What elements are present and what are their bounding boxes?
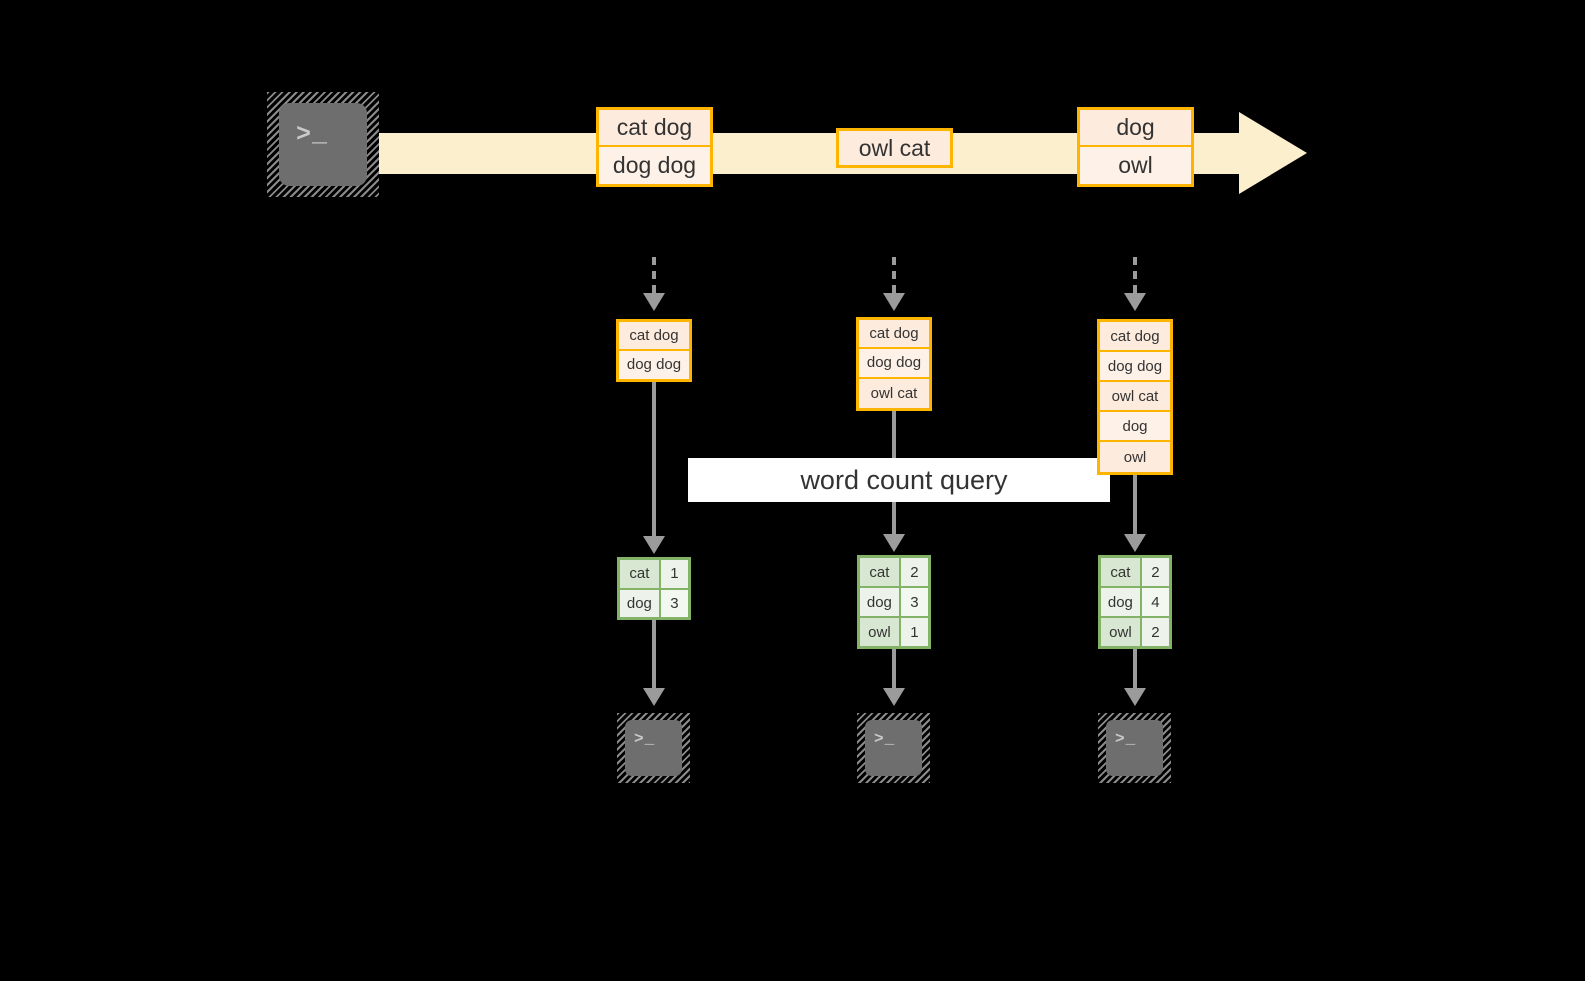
log-entry: dog dog [619, 350, 689, 379]
result-word: dog [620, 589, 661, 617]
table-row: cat 2 [1101, 558, 1169, 588]
terminal-body [625, 720, 682, 776]
snapshot-3-query-line [1133, 472, 1137, 534]
snapshot-3-sink-line [1133, 649, 1137, 688]
snapshot-1-query-line [652, 382, 656, 536]
terminal-prompt-glyph: >_ [296, 120, 329, 149]
table-row: dog 3 [860, 588, 928, 618]
snapshot-1-result-table: cat 1 dog 3 [617, 557, 691, 620]
snapshot-2-trigger-line [892, 257, 896, 293]
query-label: word count query [800, 464, 1008, 495]
snapshot-2-sink-line [892, 649, 896, 688]
result-word: dog [860, 588, 901, 616]
stream-event: cat dog [599, 110, 710, 147]
snapshot-3-trigger-line [1133, 257, 1137, 293]
result-word: owl [860, 618, 901, 646]
terminal-prompt-glyph: >_ [874, 730, 896, 748]
stream-event: dog dog [599, 147, 710, 184]
log-entry: owl cat [1100, 382, 1170, 412]
result-count: 1 [660, 560, 688, 588]
snapshot-3-sink-terminal-icon: >_ [1098, 713, 1171, 783]
stream-event: dog [1080, 110, 1191, 147]
result-count: 1 [900, 618, 928, 646]
snapshot-2-log: cat dog dog dog owl cat [856, 317, 932, 411]
source-terminal-icon: >_ [267, 92, 379, 197]
result-count: 2 [900, 558, 928, 586]
stream-arrowhead-icon [1239, 112, 1307, 194]
table-row: dog 3 [620, 589, 688, 617]
log-entry: dog dog [859, 349, 929, 379]
terminal-body [865, 720, 922, 776]
snapshot-3-sink-arrowhead-icon [1124, 688, 1146, 706]
table-row: dog 4 [1101, 588, 1169, 618]
log-entry: cat dog [619, 322, 689, 351]
result-count: 2 [1141, 618, 1169, 646]
table-row: cat 1 [620, 560, 688, 590]
result-count: 3 [900, 588, 928, 616]
terminal-prompt-glyph: >_ [1115, 730, 1137, 748]
log-entry: cat dog [859, 320, 929, 350]
snapshot-2-query-arrowhead-icon [883, 534, 905, 552]
table-row: cat 2 [860, 558, 928, 588]
result-count: 4 [1141, 588, 1169, 616]
log-entry: cat dog [1100, 322, 1170, 352]
result-word: cat [1101, 558, 1142, 586]
table-row: owl 1 [860, 618, 928, 646]
terminal-prompt-glyph: >_ [634, 730, 656, 748]
snapshot-2-sink-arrowhead-icon [883, 688, 905, 706]
log-entry: owl cat [859, 378, 929, 408]
stream-group-2: owl cat [836, 128, 953, 168]
query-band: word count query [688, 458, 1110, 502]
snapshot-1-sink-terminal-icon: >_ [617, 713, 690, 783]
stream-event: owl [1080, 147, 1191, 184]
snapshot-2-sink-terminal-icon: >_ [857, 713, 930, 783]
log-entry: dog dog [1100, 352, 1170, 382]
log-entry: dog [1100, 412, 1170, 442]
result-word: dog [1101, 588, 1142, 616]
result-word: owl [1101, 618, 1142, 646]
table-row: owl 2 [1101, 618, 1169, 646]
snapshot-1-sink-line [652, 620, 656, 688]
result-count: 2 [1141, 558, 1169, 586]
result-word: cat [620, 560, 661, 588]
log-entry: owl [1100, 442, 1170, 472]
stream-group-3: dog owl [1077, 107, 1194, 187]
snapshot-1-sink-arrowhead-icon [643, 688, 665, 706]
snapshot-3-log: cat dog dog dog owl cat dog owl [1097, 319, 1173, 475]
stream-event: owl cat [839, 131, 950, 165]
snapshot-2-trigger-arrowhead-icon [883, 293, 905, 311]
terminal-body [279, 103, 367, 186]
snapshot-3-query-arrowhead-icon [1124, 534, 1146, 552]
terminal-body [1106, 720, 1163, 776]
snapshot-1-query-arrowhead-icon [643, 536, 665, 554]
snapshot-1-log: cat dog dog dog [616, 319, 692, 382]
snapshot-3-trigger-arrowhead-icon [1124, 293, 1146, 311]
snapshot-2-result-table: cat 2 dog 3 owl 1 [857, 555, 931, 649]
snapshot-1-trigger-arrowhead-icon [643, 293, 665, 311]
result-count: 3 [660, 589, 688, 617]
stream-group-1: cat dog dog dog [596, 107, 713, 187]
snapshot-3-result-table: cat 2 dog 4 owl 2 [1098, 555, 1172, 649]
snapshot-1-trigger-line [652, 257, 656, 293]
result-word: cat [860, 558, 901, 586]
